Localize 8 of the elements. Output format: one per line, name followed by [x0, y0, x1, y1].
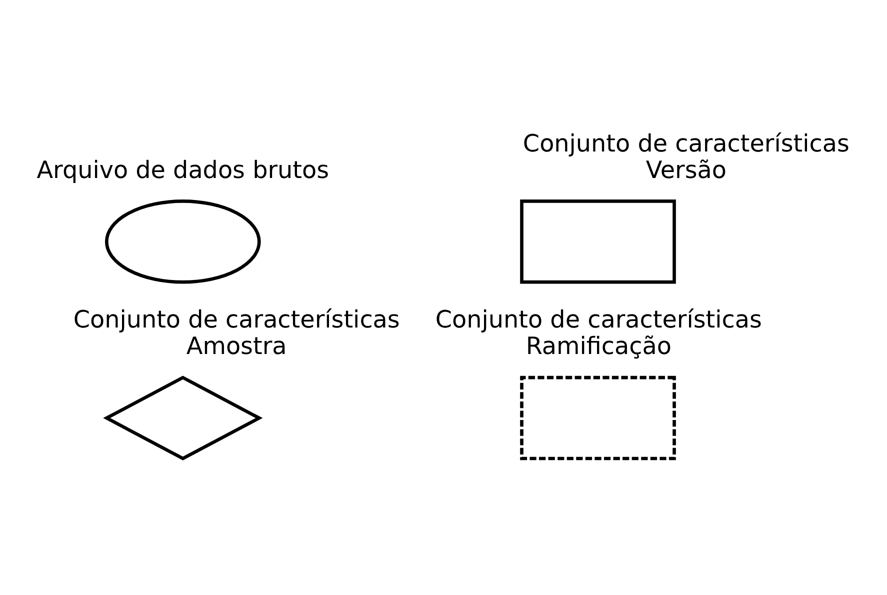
node-box — [520, 375, 676, 460]
node-label: Conjunto de características Ramificação — [435, 305, 762, 360]
node-box — [520, 199, 676, 284]
node-label: Conjunto de características Versão — [522, 128, 850, 184]
node-ellipse — [104, 199, 261, 284]
node-label: Conjunto de características Amostra — [73, 305, 400, 360]
node-label: Arquivo de dados brutos — [36, 155, 330, 184]
node-diamond — [103, 375, 263, 460]
